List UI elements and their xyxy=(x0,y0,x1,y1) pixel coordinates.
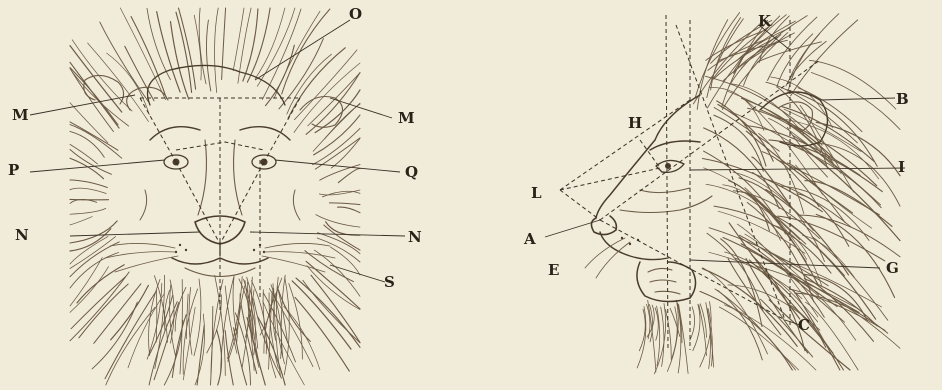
front-mane-lock xyxy=(317,238,360,262)
profile-mane-lock xyxy=(704,128,780,209)
label-A: A xyxy=(523,230,536,248)
front-mane-lock xyxy=(307,266,360,310)
label-O: O xyxy=(349,5,362,23)
front-mane-lock xyxy=(70,221,117,243)
profile-chin-lock xyxy=(666,310,672,360)
front-mane-lock xyxy=(255,8,285,79)
front-mane-lock xyxy=(164,320,183,385)
front-mane-lock xyxy=(319,190,360,195)
label-C: C xyxy=(798,316,810,334)
profile-chin-lock xyxy=(661,307,664,366)
profile-view-lion-head: K B H I L A E G C xyxy=(523,12,909,374)
front-mane-lock xyxy=(128,293,164,368)
front-mane xyxy=(70,8,360,385)
label-M-left: M xyxy=(12,106,29,124)
label-H: H xyxy=(628,114,642,132)
front-mane-lock xyxy=(320,165,360,181)
front-mane-lock xyxy=(154,303,179,380)
front-mane-lock xyxy=(331,138,360,168)
front-mane-lock xyxy=(206,20,210,91)
front-mane-lock xyxy=(217,330,222,385)
front-mane-lock xyxy=(70,253,119,289)
profile-mane-lock xyxy=(723,238,837,307)
front-view-lion-head: O M M P Q N N S xyxy=(8,5,422,385)
profile-mane-lock xyxy=(787,90,878,167)
label-K: K xyxy=(758,12,772,30)
front-mane-lock xyxy=(71,277,125,329)
profile-crest-lock xyxy=(741,16,807,69)
front-mane-lock xyxy=(70,180,107,188)
profile-mane xyxy=(637,13,900,374)
label-M-right: M xyxy=(398,109,415,127)
front-mane-lock xyxy=(292,281,351,349)
front-mane-lock xyxy=(233,8,244,71)
front-mane-lock xyxy=(326,222,360,235)
front-mane-lock xyxy=(70,150,112,175)
profile-mane-lock xyxy=(740,235,825,317)
label-N-right: N xyxy=(408,228,422,246)
label-P: P xyxy=(8,161,19,179)
profile-crest-lock xyxy=(722,20,768,107)
front-beard-lock xyxy=(183,289,197,374)
label-Q: Q xyxy=(405,163,418,181)
profile-chin-lock xyxy=(700,302,711,368)
front-mane-lock xyxy=(70,188,106,193)
front-beard-lock xyxy=(180,280,182,375)
front-mane-lock xyxy=(243,9,258,81)
label-G: G xyxy=(886,259,899,277)
profile-mane-lock xyxy=(816,214,894,297)
front-mane-lock xyxy=(263,293,295,362)
profile-mane-lock xyxy=(809,60,896,109)
front-mane-lock xyxy=(100,22,149,102)
profile-mane-lock xyxy=(737,224,818,317)
front-mane-lock xyxy=(70,217,92,225)
front-mane-lock xyxy=(171,22,189,100)
label-I: I xyxy=(898,158,905,176)
front-mane-lock xyxy=(199,8,206,84)
front-mane-lock xyxy=(294,63,360,133)
profile-mane-lock xyxy=(787,163,845,223)
label-B: B xyxy=(896,90,909,108)
front-mane-lock xyxy=(70,125,122,159)
profile-chin-lock xyxy=(700,304,706,338)
front-mane-lock xyxy=(318,233,361,254)
front-mane-lock xyxy=(294,50,357,120)
front-mane-lock xyxy=(70,144,98,164)
label-S: S xyxy=(384,273,395,291)
front-mane-lock xyxy=(70,242,119,277)
front-mane-lock xyxy=(316,215,360,228)
front-mane-lock xyxy=(329,203,360,205)
front-beard-lock xyxy=(186,294,188,339)
front-mane-lock xyxy=(338,207,360,213)
front-mane-lock xyxy=(222,8,226,80)
front-beard-lock xyxy=(156,290,157,342)
front-mane-lock xyxy=(70,208,106,214)
front-beard-lock xyxy=(194,279,201,356)
profile-mane-lock xyxy=(806,302,859,370)
front-guide-lines xyxy=(30,20,405,310)
front-beard-lock xyxy=(207,295,222,353)
front-beard-lock xyxy=(215,275,226,375)
profile-guide-lines xyxy=(545,15,905,350)
profile-crest-lock xyxy=(768,17,817,80)
front-mane-lock xyxy=(324,225,360,250)
label-L: L xyxy=(531,184,542,202)
label-N-left: N xyxy=(15,226,29,244)
profile-crest-lock xyxy=(697,20,728,110)
label-E: E xyxy=(548,261,559,279)
profile-mane-lock xyxy=(799,215,900,257)
front-mane-lock xyxy=(70,103,108,143)
front-mane-lock xyxy=(254,299,282,378)
front-mane-lock xyxy=(215,8,219,93)
profile-mane-lock xyxy=(704,168,807,260)
front-mane-lock xyxy=(70,122,118,150)
front-mane-lock xyxy=(70,272,129,341)
